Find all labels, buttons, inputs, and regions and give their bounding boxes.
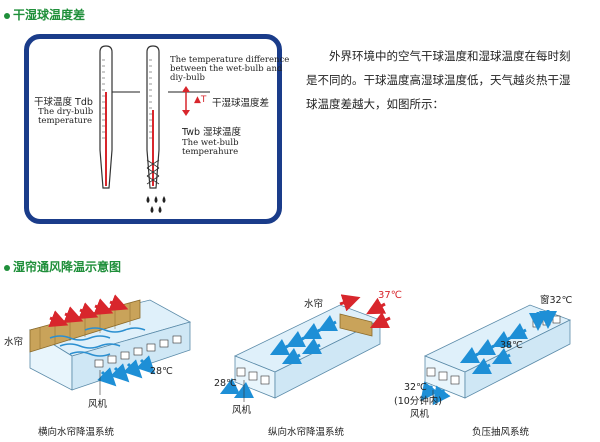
d2-fan-label: 风机 bbox=[232, 405, 252, 416]
difference-label-en-3: diy-bulb bbox=[170, 73, 205, 83]
wet-bulb-label-en-1: The wet-bulb bbox=[182, 138, 239, 148]
d1-temp-label: 28℃ bbox=[150, 366, 173, 377]
difference-label-en-1: The temperature difference bbox=[170, 55, 290, 65]
section-title-cooling: 湿帘通风降温示意图 bbox=[4, 258, 121, 275]
dry-bulb-label-en-2: temperature bbox=[38, 116, 93, 126]
d2-curtain-label: 水帘 bbox=[304, 299, 324, 310]
d3-caption: 负压抽风系统 bbox=[472, 427, 530, 438]
transverse-curtain-diagram bbox=[28, 294, 192, 395]
wet-bulb-label-cn: Twb 湿球温度 bbox=[182, 127, 242, 138]
difference-label-cn: 干湿球温度差 bbox=[212, 98, 270, 109]
section-title-wet-dry: 干湿球温度差 bbox=[4, 6, 85, 23]
d1-fan-label: 风机 bbox=[88, 399, 108, 410]
dry-bulb-label-cn: 干球温度 Tdb bbox=[34, 97, 93, 108]
bullet-icon bbox=[4, 264, 10, 271]
difference-label-en-2: between the wet-bulb and bbox=[170, 64, 283, 74]
bullet-icon bbox=[4, 12, 10, 19]
d2-temp-in-label: 37℃ bbox=[378, 290, 402, 301]
d3-temp-out-label: 32℃ bbox=[404, 382, 427, 393]
d3-window-label: 窗32℃ bbox=[540, 295, 573, 306]
explanation-paragraph: 外界环境中的空气干球温度和湿球温度在每时刻是不同的。干球温度高湿球温度低，天气越… bbox=[306, 49, 571, 111]
d3-temp-out-note: (10分钟内) bbox=[394, 396, 443, 407]
wet-bulb-thermometer bbox=[146, 45, 160, 189]
negative-pressure-diagram bbox=[420, 304, 572, 406]
dry-bulb-thermometer bbox=[99, 45, 113, 189]
d3-fan-label: 风机 bbox=[410, 409, 430, 420]
longitudinal-curtain-diagram bbox=[219, 294, 391, 402]
wet-bulb-label-en-2: temperahure bbox=[182, 147, 239, 157]
d1-caption: 横向水帘降温系统 bbox=[38, 427, 115, 438]
temperature-difference-arrow bbox=[182, 86, 190, 116]
dry-bulb-label-en-1: The dry-bulb bbox=[38, 107, 94, 117]
d3-temp-mid-label: 38℃ bbox=[500, 340, 523, 351]
d2-caption: 纵向水帘降温系统 bbox=[268, 427, 345, 438]
d1-curtain-label: 水帘 bbox=[4, 337, 24, 348]
d2-temp-out-label: 28℃ bbox=[214, 378, 237, 389]
difference-symbol: ▲T bbox=[194, 95, 207, 105]
water-drops-icon bbox=[146, 196, 166, 213]
